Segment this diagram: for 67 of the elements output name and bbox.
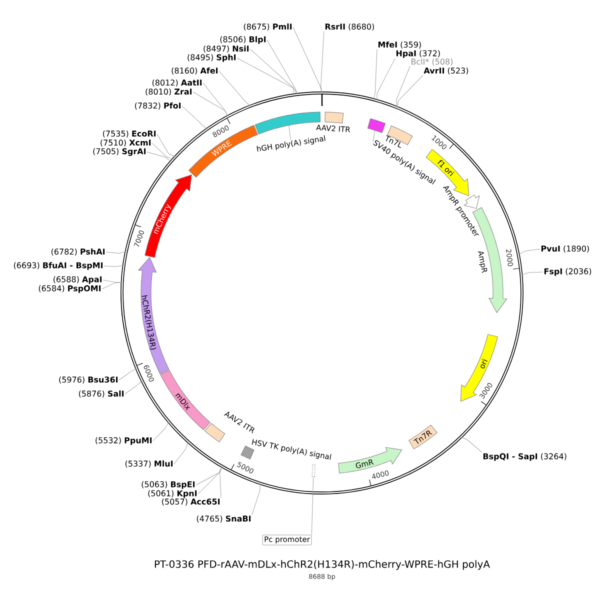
site-label: (8495) SphI [188,54,236,62]
leader-line [102,280,123,283]
leader-line [521,272,544,276]
site-label: (8010) ZraI [146,88,192,96]
leader-line [124,380,142,394]
leader-line [396,75,424,108]
leader-line [518,248,540,256]
leader-line [196,466,222,486]
site-label: (7505) SgrAI [93,148,146,156]
leader-line [156,134,176,157]
leader-line [374,49,378,100]
site-label: (8012) AatII [152,79,202,87]
leader-line [396,66,410,108]
leader-line [220,466,222,498]
feature-box [367,118,386,134]
leader-line [236,58,294,96]
plasmid-title: PT-0336 PFD-rAAV-mDLx-hChR2(H134R)-mCherry-WPRE-hGH polyA [154,560,490,570]
leader-line [202,82,228,117]
site-label: BclI* (508) [412,58,453,66]
site-label: PvuI (1890) [541,245,589,253]
site-label: (4765) SnaBI [196,515,251,523]
leader-line [192,92,228,117]
site-label: (6588) ApaI [54,276,102,284]
leader-line [266,40,298,95]
site-label: (5532) PpuMI [96,437,152,445]
site-label: (6693) BfuAI - BspMI [14,262,103,270]
leader-line [288,125,291,140]
site-label: (7535) EcoRI [103,130,156,138]
leader-line [292,26,322,94]
leader-line [152,421,170,442]
site-label: HpaI (372) [396,50,440,58]
site-label: (8675) PmlI [244,23,292,31]
leader-line [250,48,298,95]
leader-line [372,130,376,142]
leader-line [182,106,208,130]
leader-line [104,264,124,267]
site-label: (5063) BspEI [142,481,195,489]
site-label: (6782) PshAI [52,248,105,256]
site-label: (5337) MluI [125,460,173,468]
site-label: (8497) NsiI [204,45,249,53]
leader-line [118,368,137,380]
site-label: (5061) KpnI [148,490,197,498]
leader-line [460,436,482,453]
site-label: (7832) PfoI [135,102,181,110]
site-label: AvrII (523) [424,67,468,75]
site-label: (8160) AfeI [172,67,218,75]
leader-line [106,251,127,254]
leader-line [218,70,251,107]
site-label: FspI (2036) [544,268,592,276]
feature-box [312,464,316,478]
site-label: (5876) SalI [78,390,124,398]
leader-line [152,142,174,160]
site-label: (5057) Acc65I [162,498,220,506]
site-label: (8506) BlpI [220,36,266,44]
leader-line [198,466,222,494]
site-label: (5976) Bsu36I [59,376,118,384]
site-label: RsrII (8680) [325,23,374,31]
leader-line [311,476,314,535]
site-label: (7510) XcmI [100,139,151,147]
site-label: (6584) PspOMI [38,285,101,293]
site-label: BspQI - SapI (3264) [483,453,566,461]
leader-line [376,58,396,101]
leader-line [320,31,324,94]
leader-line [252,482,260,515]
site-label: MfeI (359) [378,41,421,49]
leader-line [174,441,188,464]
leader-line [146,152,172,162]
